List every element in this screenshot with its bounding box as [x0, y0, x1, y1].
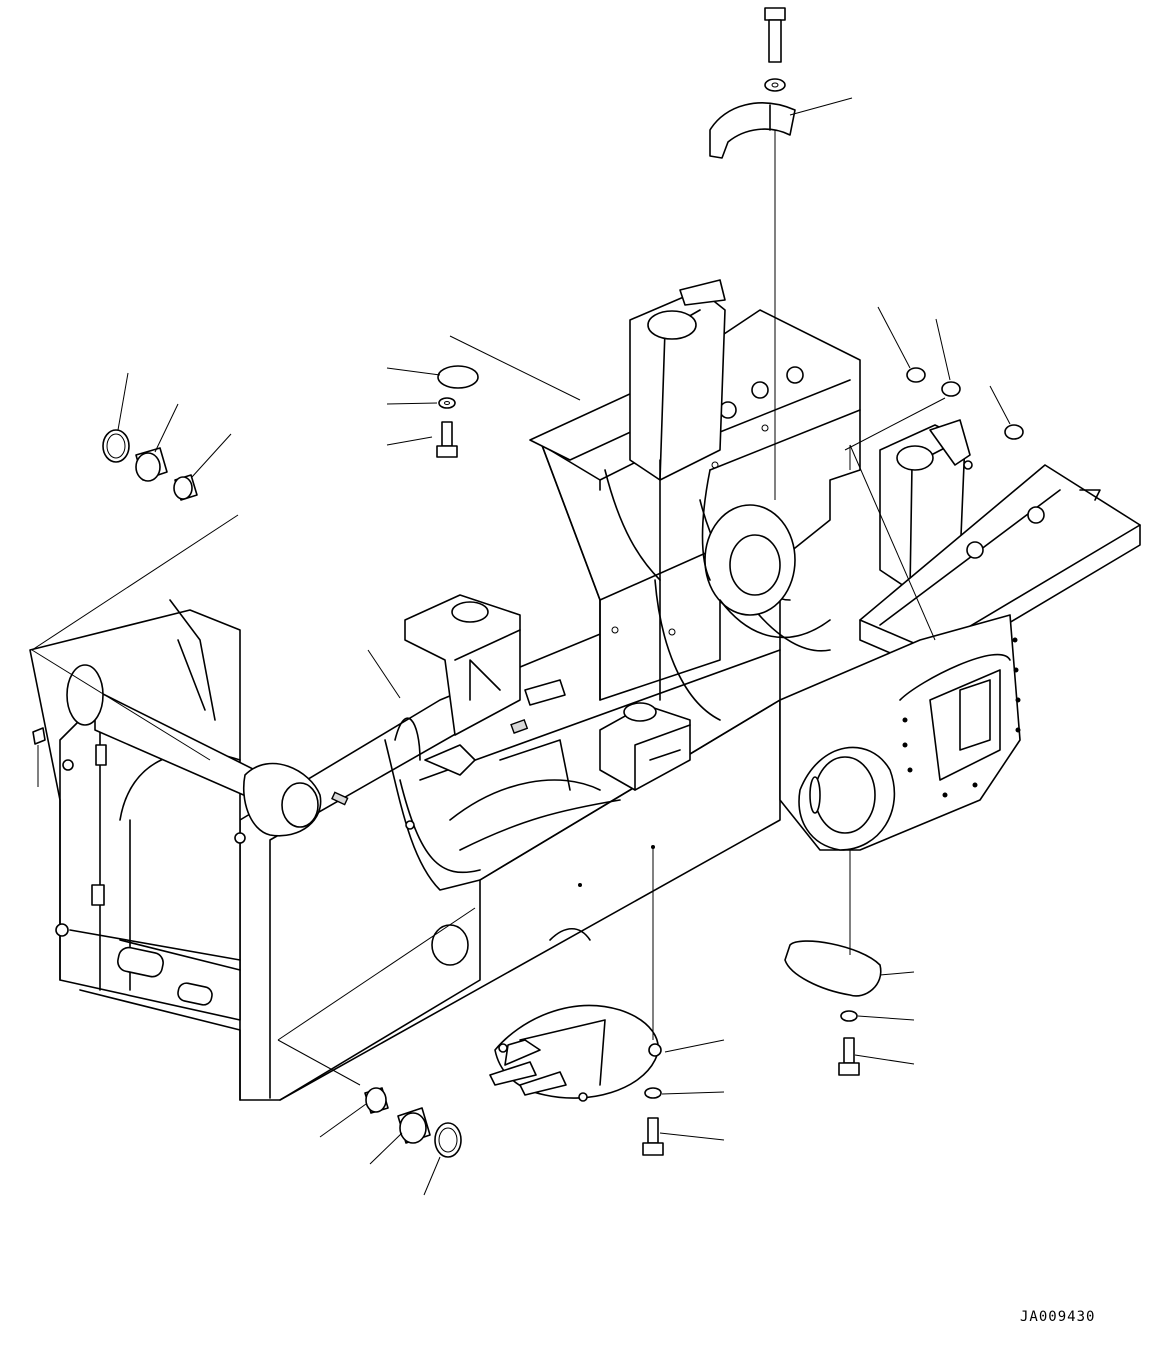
leader-tower — [850, 445, 935, 640]
main-frame — [30, 280, 1140, 1100]
bushings-bottom — [278, 908, 475, 1195]
bottom-cover-plate — [490, 845, 724, 1155]
drawing-reference-code: JA009430 — [1020, 1309, 1096, 1325]
fastener-left — [33, 728, 245, 936]
caps-top-right — [845, 307, 1023, 470]
top-cap-assembly — [710, 8, 852, 500]
leader-side-wall — [368, 650, 400, 698]
plate-washer-bolt-left — [387, 336, 580, 457]
bushings-top-left — [32, 373, 238, 760]
side-cover-right — [785, 850, 914, 1075]
